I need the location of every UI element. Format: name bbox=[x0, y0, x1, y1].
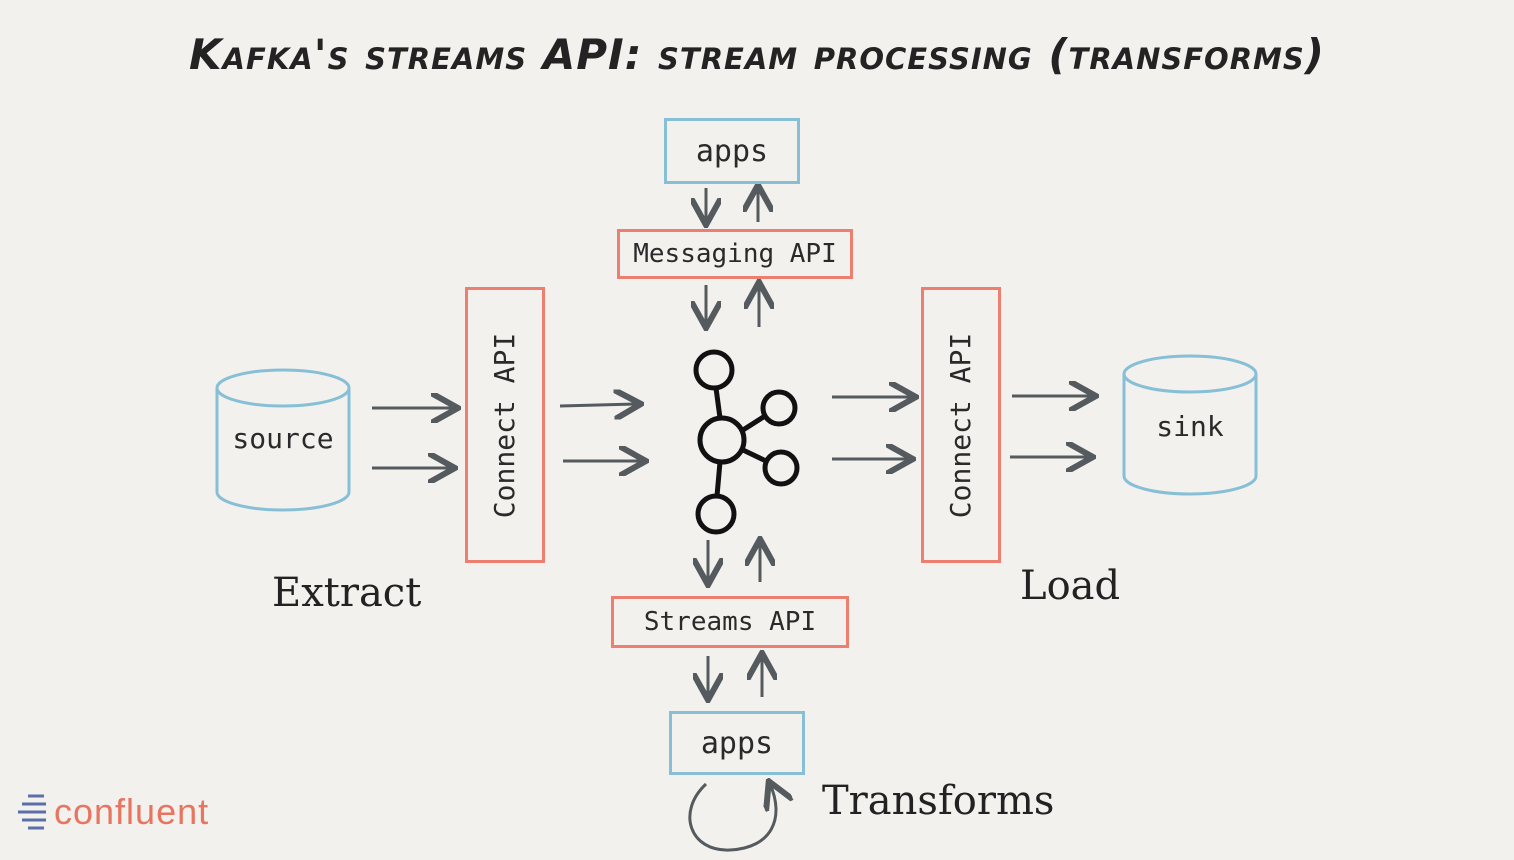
apps-top-box: apps bbox=[664, 118, 800, 184]
kafka-logo-icon bbox=[693, 349, 800, 535]
connect-api-right-box: Connect API bbox=[921, 287, 1001, 563]
confluent-logo: confluent bbox=[16, 790, 209, 834]
apps-top-label: apps bbox=[695, 133, 769, 169]
source-label: source bbox=[232, 422, 334, 455]
messaging-api-box: Messaging API bbox=[617, 229, 853, 279]
transforms-label: Transforms bbox=[822, 778, 1055, 824]
extract-label: Extract bbox=[272, 570, 422, 616]
arrow-connect-kafka-1 bbox=[559, 404, 638, 406]
connect-api-left-label: Connect API bbox=[488, 332, 522, 518]
messaging-api-label: Messaging API bbox=[633, 239, 837, 269]
loop-arrow-icon bbox=[688, 784, 776, 852]
streams-api-box: Streams API bbox=[611, 596, 849, 648]
apps-bottom-label: apps bbox=[700, 725, 774, 761]
sink-cylinder bbox=[1122, 354, 1258, 496]
apps-bottom-box: apps bbox=[669, 711, 805, 775]
page-title: Kafka's streams API: stream processing (… bbox=[189, 30, 1325, 79]
connect-api-left-box: Connect API bbox=[465, 287, 545, 563]
confluent-mark-icon bbox=[18, 794, 46, 830]
source-cylinder bbox=[215, 368, 351, 512]
streams-api-label: Streams API bbox=[643, 607, 817, 637]
load-label: Load bbox=[1020, 563, 1121, 609]
confluent-logo-text: confluent bbox=[54, 791, 210, 832]
connect-api-right-label: Connect API bbox=[944, 332, 978, 518]
sink-label: sink bbox=[1156, 410, 1224, 443]
